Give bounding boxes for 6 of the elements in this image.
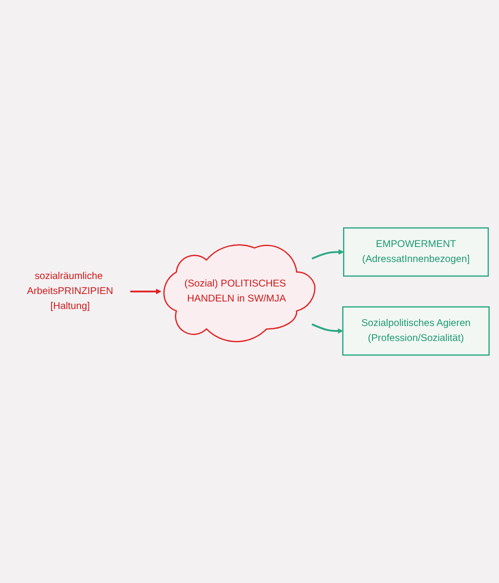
node-text: sozialräumliche ArbeitsPRINZIPIEN [Haltung] [27, 271, 114, 312]
arrow [130, 288, 162, 294]
arrow [312, 323, 344, 334]
node-box: EMPOWERMENT (AdressatInnenbezogen] [343, 227, 489, 277]
arrow [312, 249, 344, 260]
node-box: Sozialpolitisches Agieren (Profession/Sozialität) [342, 306, 490, 356]
